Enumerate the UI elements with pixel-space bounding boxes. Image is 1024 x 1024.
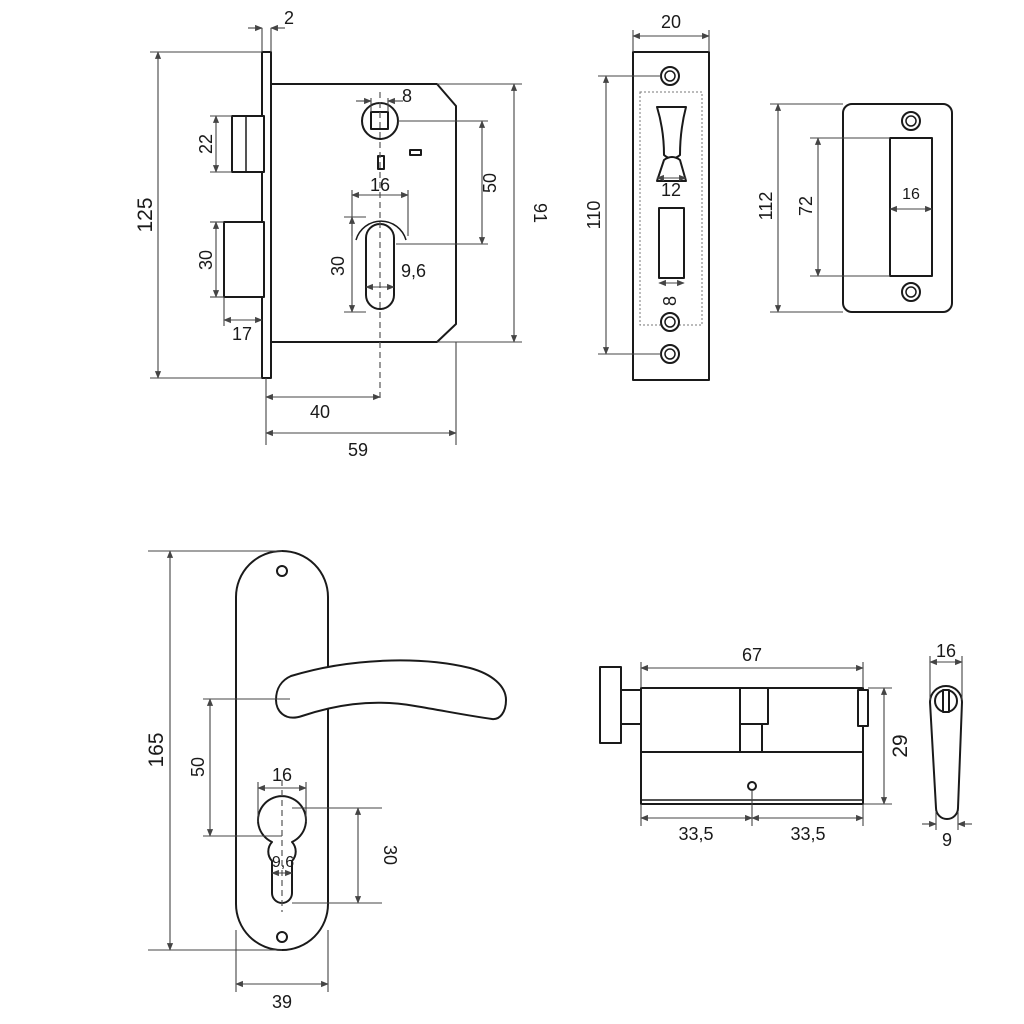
dim-handle-cylinder-bore: 9,6: [272, 854, 294, 871]
dead-bolt: [223, 221, 265, 298]
handle-screw-hole-top: [276, 565, 288, 577]
dim-spindle-size: 8: [402, 86, 412, 106]
case-slot: [377, 155, 385, 170]
faceplate-bolt-slot: [658, 207, 685, 279]
handle-cylinder-cutout: [257, 795, 307, 904]
dim-cylinder-end-base-width: 9: [942, 830, 952, 850]
dim-cylinder-end-width: 16: [936, 641, 956, 661]
dim-overall-height: 125: [134, 197, 157, 232]
mortise-lock-dimensions: 2 125 22 30 17 8 50 91: [134, 8, 550, 460]
faceplate-screw-hole-top: [660, 66, 680, 86]
cylinder-end-dimensions: 16 9: [922, 641, 972, 850]
cylinder-end-slot: [942, 689, 950, 713]
cylinder-right-end: [857, 689, 869, 727]
case-slot-small: [409, 149, 422, 156]
strike-screw-hole-top: [901, 111, 921, 131]
euro-cylinder-dimensions: 67 29 33,5 33,5: [640, 645, 912, 844]
handle-screw-hole-bottom: [276, 931, 288, 943]
lock-faceplate: [261, 51, 272, 379]
dim-cylinder-width: 16: [370, 175, 390, 195]
dim-cylinder-half-left: 33,5: [678, 824, 713, 844]
euro-cylinder: [599, 666, 869, 805]
cylinder-fixing-hole: [747, 781, 757, 791]
dim-faceplate-width: 20: [661, 12, 681, 32]
dim-body-depth: 59: [348, 440, 368, 460]
faceplate-screw-hole-lower: [660, 312, 680, 332]
cylinder-end-profile: [929, 685, 963, 820]
mortise-lock-body: [223, 51, 457, 379]
dim-handle-cylinder-height: 30: [380, 845, 400, 865]
dim-hole-spacing: 110: [584, 201, 604, 230]
dim-strike-height: 112: [756, 192, 776, 221]
faceplate-front-view: [632, 51, 710, 381]
cylinder-end-view: [929, 685, 963, 820]
faceplate-dimensions: 20 110 12 8: [584, 12, 710, 355]
dim-handle-plate-width: 39: [272, 992, 292, 1012]
strike-plate-dimensions: 112 72 16: [756, 103, 933, 313]
dim-cylinder-bore: 9,6: [401, 261, 426, 281]
dim-faceplate-thickness: 2: [284, 8, 294, 28]
handle-dimensions: 165 50 16 30 9,6 39: [145, 550, 400, 1012]
dim-backset: 40: [310, 402, 330, 422]
dim-latch-height: 22: [196, 134, 216, 154]
dim-cylinder-length: 67: [742, 645, 762, 665]
dim-strike-opening-width: 16: [902, 186, 920, 203]
dim-handle-plate-height: 165: [145, 732, 168, 767]
dim-handle-spindle-to-cylinder: 50: [188, 757, 208, 777]
dim-body-height: 91: [530, 203, 550, 223]
dim-handle-cylinder-width: 16: [272, 765, 292, 785]
latch-bolt: [231, 115, 265, 173]
dim-strike-opening-height: 72: [796, 196, 816, 216]
strike-plate: [842, 103, 953, 313]
strike-plate-opening: [889, 137, 933, 277]
dim-latch-slot-width: 12: [661, 180, 681, 200]
cylinder-knob-shaft: [620, 689, 642, 725]
dim-spindle-to-cylinder: 50: [480, 173, 500, 193]
dim-deadbolt-projection: 17: [232, 324, 252, 344]
cylinder-thumb-knob: [599, 666, 622, 744]
faceplate-screw-hole-bottom: [660, 344, 680, 364]
dim-cylinder-total-height: 29: [889, 734, 912, 757]
dim-bolt-slot-width: 8: [660, 296, 680, 306]
strike-screw-hole-bottom: [901, 282, 921, 302]
dim-deadbolt-height: 30: [196, 250, 216, 270]
handle-backplate: [235, 550, 507, 951]
dim-cylinder-half-right: 33,5: [790, 824, 825, 844]
lever-handle: [275, 659, 507, 721]
dim-cylinder-height: 30: [328, 256, 348, 276]
cylinder-cam: [739, 687, 769, 725]
